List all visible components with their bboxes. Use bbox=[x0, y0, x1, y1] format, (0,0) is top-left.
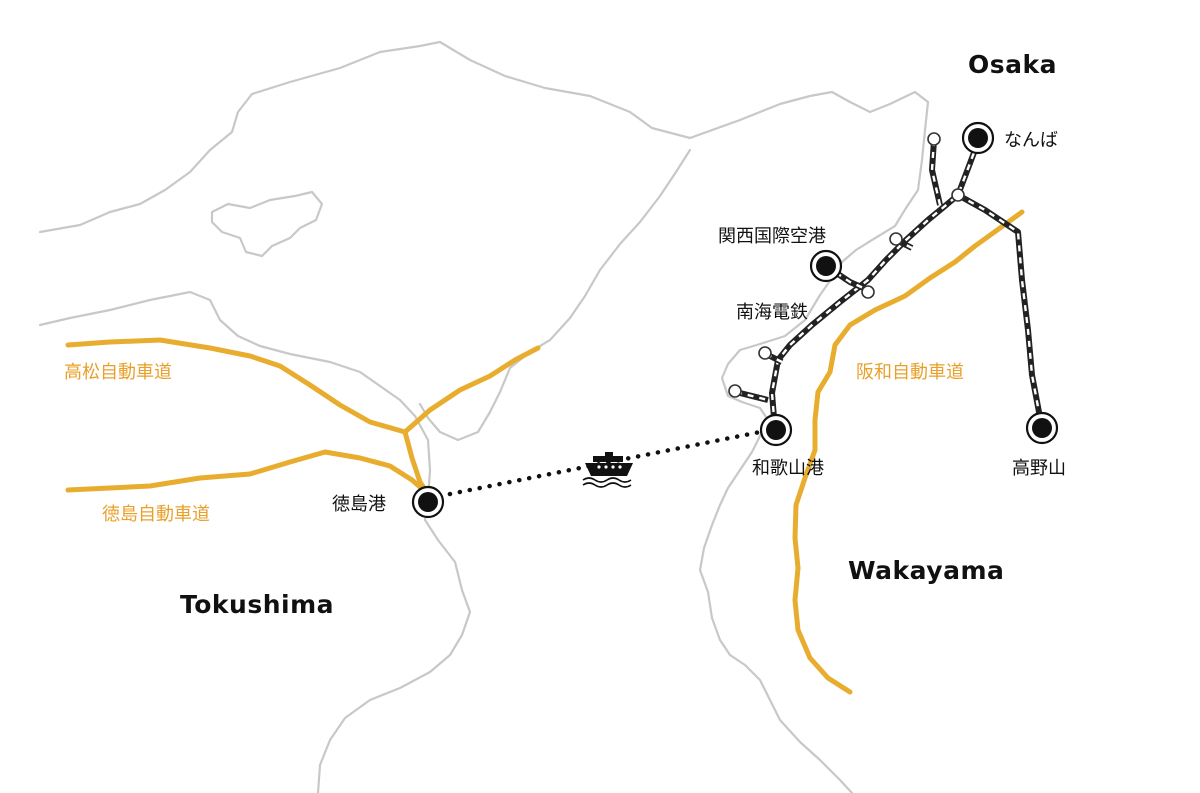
minor-station bbox=[951, 188, 965, 202]
station-label-wakayama-port: 和歌山港 bbox=[752, 458, 824, 479]
coastline-northwest bbox=[38, 40, 930, 422]
coastline-island-small bbox=[210, 190, 324, 258]
station-label-koyasan: 高野山 bbox=[1012, 458, 1066, 479]
station-label-kansai-airport: 関西国際空港 bbox=[718, 226, 826, 247]
railways bbox=[735, 139, 1045, 431]
station-koyasan-marker[interactable] bbox=[1025, 411, 1059, 445]
road-takamatsu-expressway bbox=[65, 337, 408, 435]
station-kansai-airport-marker[interactable] bbox=[809, 249, 843, 283]
rail-koya-line-bg bbox=[956, 192, 1045, 429]
rail-branch-north-bg bbox=[929, 139, 943, 206]
region-label-wakayama: Wakayama bbox=[848, 556, 1005, 585]
region-label-tokushima: Tokushima bbox=[180, 590, 334, 619]
rail-nankai-main-bg bbox=[769, 140, 981, 431]
minor-station bbox=[927, 132, 941, 146]
road-label-takamatsu: 高松自動車道 bbox=[64, 362, 172, 383]
coastlines bbox=[38, 40, 930, 793]
road-kobe-awaji-expressway bbox=[402, 345, 541, 435]
road-label-hanwa: 阪和自動車道 bbox=[856, 362, 964, 383]
minor-station bbox=[758, 346, 772, 360]
road-label-tokushima: 徳島自動車道 bbox=[102, 504, 210, 525]
road-hanwa-expressway bbox=[792, 209, 1025, 695]
minor-station bbox=[889, 232, 903, 246]
coastline-shikoku-north bbox=[38, 290, 472, 793]
station-wakayama-port-marker[interactable] bbox=[759, 413, 793, 447]
coastline-awaji bbox=[418, 148, 692, 442]
minor-stations bbox=[728, 132, 965, 398]
station-namba-marker[interactable] bbox=[961, 121, 995, 155]
minor-station bbox=[861, 285, 875, 299]
region-label-osaka: Osaka bbox=[968, 50, 1057, 79]
rail-airport-line bbox=[825, 265, 869, 292]
rail-nankai-main bbox=[770, 141, 980, 431]
station-label-namba: なんば bbox=[1004, 130, 1058, 151]
station-tokushima-port-marker[interactable] bbox=[411, 485, 445, 519]
railway-label-nankai: 南海電鉄 bbox=[736, 302, 808, 323]
expressways bbox=[65, 209, 1025, 695]
station-label-tokushima-port: 徳島港 bbox=[332, 494, 386, 515]
ferry-icon bbox=[582, 452, 633, 488]
road-tokushima-expressway bbox=[65, 449, 431, 497]
coastline-wakayama bbox=[698, 418, 854, 793]
minor-station bbox=[728, 384, 742, 398]
